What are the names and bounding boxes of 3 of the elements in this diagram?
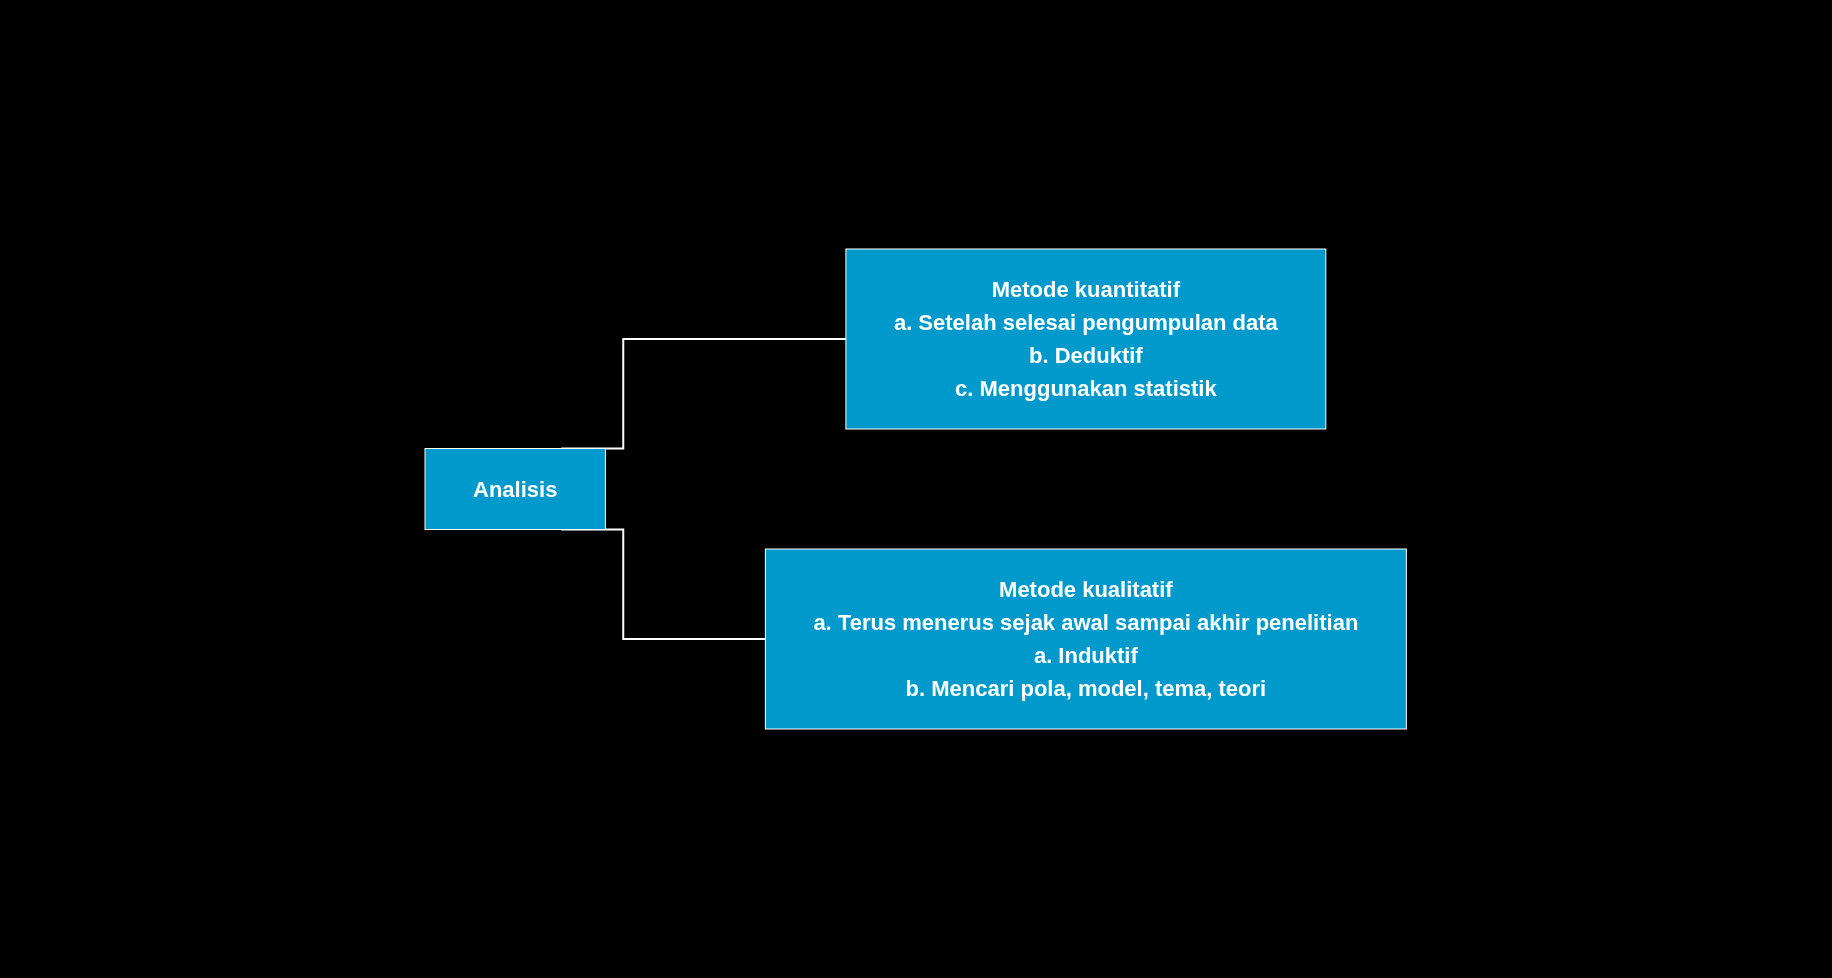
node-box: Analisis bbox=[424, 448, 607, 530]
node-box: Metode kuantitatif a. Setelah selesai pengumpulan data b. Deduktif c. Menggunakan statistik bbox=[845, 248, 1327, 430]
node-box: Metode kualitatif a. Terus menerus sejak awal sampai akhir penelitian a. Induktif b. Mencari pola, model, tema, teori bbox=[765, 548, 1408, 730]
